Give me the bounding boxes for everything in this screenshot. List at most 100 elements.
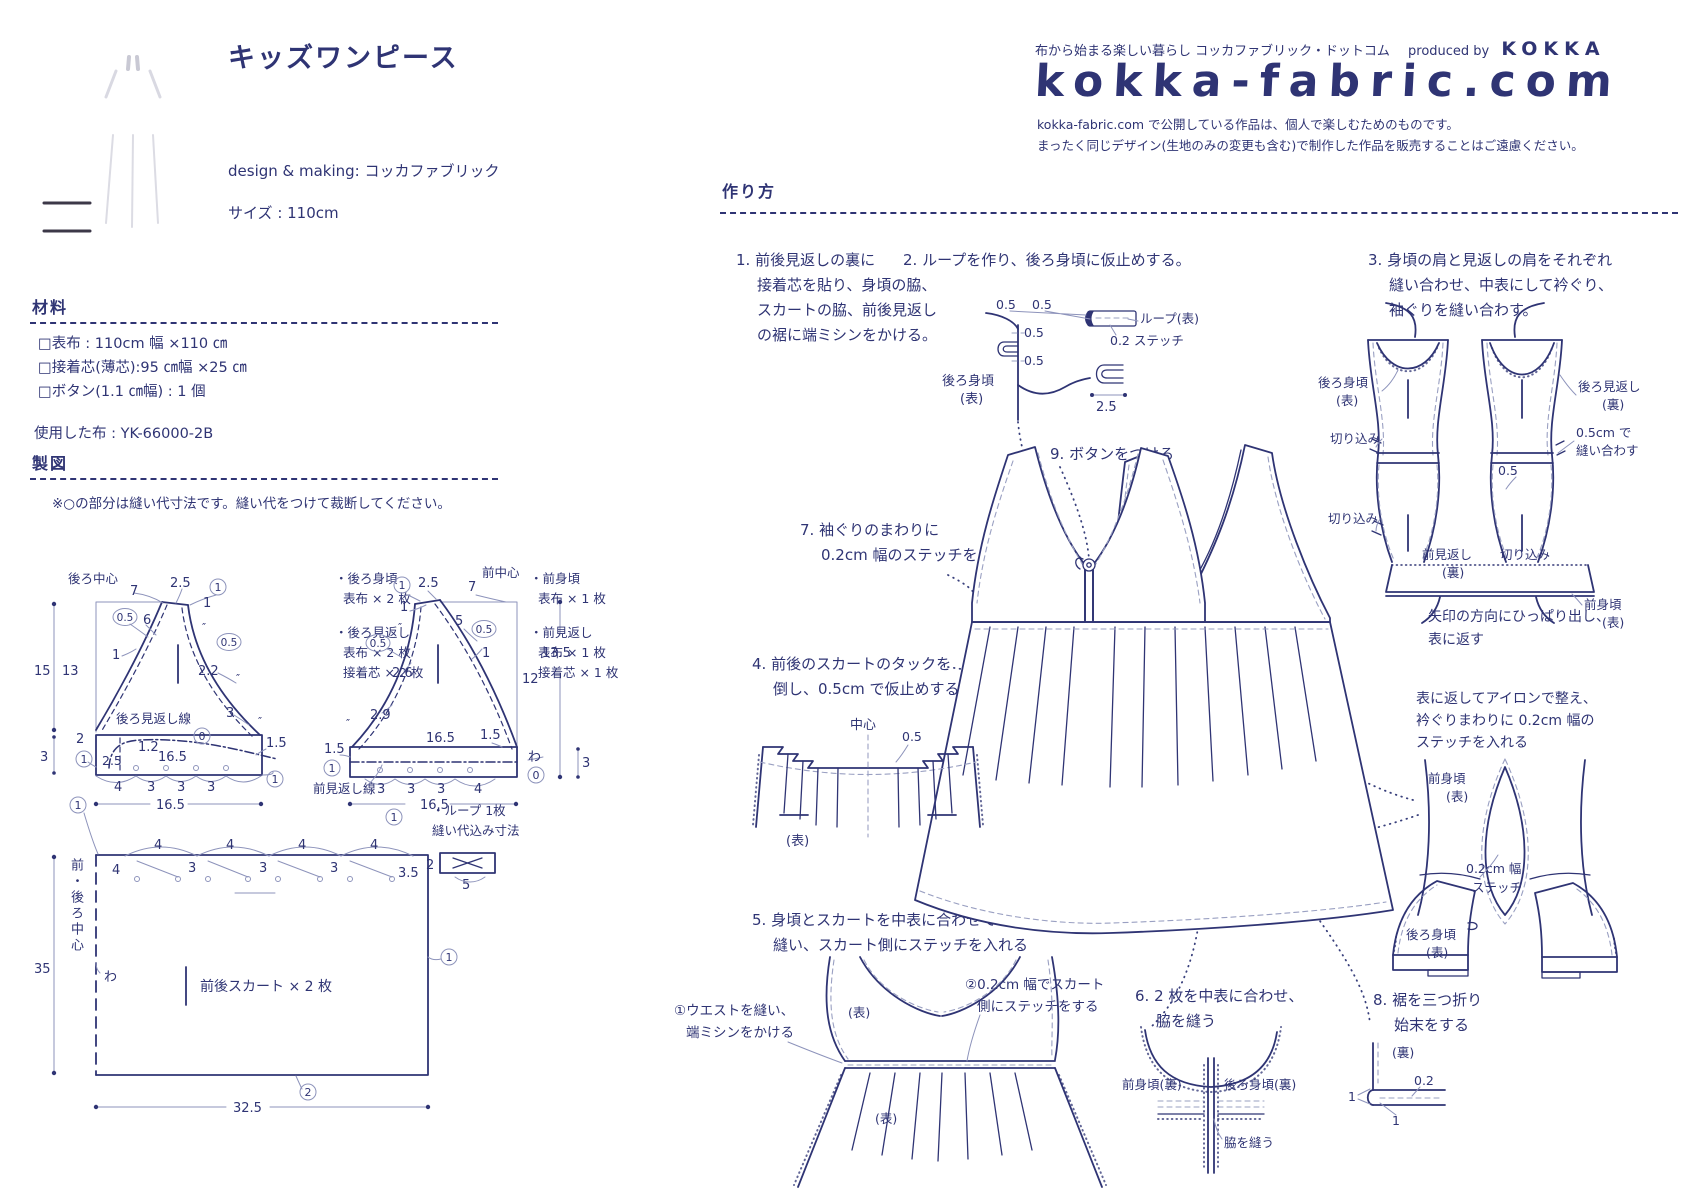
fabric-used: 使用した布 : YK-66000-2B — [34, 426, 214, 442]
label-back-center: 後ろ中心 — [68, 571, 119, 586]
dim: 2.9 — [370, 708, 391, 723]
materials-item-2: □接着芯(薄芯):95 ㎝幅 ×25 ㎝ — [38, 360, 247, 376]
dim: 0.2 — [1414, 1073, 1434, 1088]
label-front-body: 前身頃 — [1584, 597, 1622, 612]
label-front-ura: 前身頃(裏) — [1122, 1077, 1182, 1092]
label-back-body: 後ろ身頃 — [942, 373, 994, 389]
dim: 7 — [130, 584, 138, 599]
svg-text:0.5: 0.5 — [370, 638, 387, 650]
label-notch: 切り込み — [1328, 511, 1378, 526]
dim: 3 — [330, 861, 338, 876]
label-front-facing-fusible: 接着芯 × 1 枚 — [538, 665, 619, 680]
circled-1: 1 — [323, 759, 341, 777]
dim: 4 — [154, 838, 162, 853]
label-omote: (表) — [960, 392, 983, 407]
circled-seam-05: 0.5 — [112, 608, 138, 626]
dim: 3 — [207, 780, 215, 795]
drafting-diagram: 後ろ中心 7 2.5 1 1 0.5 6 1 15 13 ″ 0.5 2.2 ″… — [34, 565, 619, 1116]
dim: 2.5 — [1096, 400, 1117, 415]
dim: 0.5 — [902, 729, 922, 744]
step3-diagram: 後ろ身頃 (表) 後ろ見返し (裏) 切り込み 0.5cm で 縫い合わす 0.… — [1318, 302, 1641, 630]
dim: 6 — [143, 613, 151, 628]
skirt-stitch-note: ②0.2cm 幅でスカート 側にステッチをする — [965, 977, 1105, 1015]
circled-seam-05: 0.5 — [365, 634, 391, 652]
label-omote: (表) — [848, 1005, 870, 1020]
press-note: 表に返してアイロンで整え、 衿ぐりまわりに 0.2cm 幅の ステッチを入れる — [1416, 691, 1597, 751]
dim: 1 — [1348, 1089, 1356, 1104]
dim: 2.6 — [392, 666, 413, 681]
label-loop-omote: ループ(表) — [1140, 311, 1199, 326]
ditto-mark: ″ — [202, 621, 206, 634]
label-omote: (表) — [1426, 945, 1448, 960]
dim: 3 — [177, 780, 185, 795]
neck-stitch-diagram: 前身頃 (表) 0.2cm 幅 ステッチ — [1417, 758, 1593, 925]
label-front-facing-line: 前見返し線 — [313, 781, 376, 796]
label-back-ura: 後ろ身頃(裏) — [1224, 1077, 1296, 1092]
circled-1: 1 — [385, 808, 403, 826]
dim: 3 — [147, 780, 155, 795]
label-back-body-qty: 表布 × 2 枚 — [343, 591, 411, 606]
dim: 16.5 — [156, 798, 185, 813]
howto-divider — [720, 212, 1678, 214]
label-back-facing: 後ろ見返し — [1578, 379, 1641, 394]
loop-spec: ・ループ 1枚 縫い代込み寸法 2 5 — [426, 803, 520, 893]
dim: 0.5 — [996, 297, 1016, 312]
step5-diagram: (表) (表) — [787, 956, 1107, 1188]
label-ura: (裏) — [1392, 1045, 1414, 1060]
howto-heading: 作り方 — [722, 182, 777, 201]
step2-diagram: 0.5 0.5 後ろ身頃 (表) 0.5 0.5 ループ(表) 0.2 ステッチ… — [942, 297, 1199, 421]
dim: 3 — [582, 756, 590, 771]
dim: 2.2 — [198, 664, 219, 679]
label-wa: わ — [104, 970, 117, 985]
ditto-mark: ″ — [236, 672, 240, 685]
label-skirt-piece: 前後スカート × 2 枚 — [200, 978, 332, 995]
design-credit: design & making: コッカファブリック — [228, 162, 500, 180]
svg-text:1: 1 — [399, 579, 406, 592]
main-dress-diagram — [914, 444, 1394, 935]
dim: 3 — [188, 861, 196, 876]
label-ura: (裏) — [1602, 397, 1624, 412]
label-omote: (表) — [1602, 615, 1624, 630]
dim: 4 — [226, 838, 234, 853]
label-omote: (表) — [1336, 393, 1358, 408]
svg-text:1: 1 — [215, 581, 222, 594]
ditto-mark: ″ — [370, 669, 374, 682]
label-ura: (裏) — [1442, 565, 1464, 580]
dim: 1.5 — [480, 728, 501, 743]
dim: 4 — [112, 863, 120, 878]
label-front-body: ・前身頃 — [530, 571, 581, 586]
svg-text:0: 0 — [199, 730, 206, 743]
svg-text:1: 1 — [446, 951, 453, 964]
label-omote: (表) — [786, 834, 809, 849]
label-notch: 切り込み — [1330, 431, 1380, 446]
label-back-body: ・後ろ身頃 — [335, 571, 398, 586]
dim: 2 — [76, 732, 84, 747]
ditto-mark: ″ — [398, 621, 402, 634]
dim: 4 — [370, 838, 378, 853]
materials-item-3: □ボタン(1.1 ㎝幅) : 1 個 — [38, 384, 206, 400]
label-back-body: 後ろ身頃 — [1318, 375, 1369, 390]
dim: 4 — [114, 780, 122, 795]
dim: 2.5 — [102, 753, 122, 768]
step-8: 8. 裾を三つ折り 始末をする — [1373, 991, 1483, 1034]
dim: 16.5 — [420, 798, 449, 813]
svg-text:1: 1 — [391, 811, 398, 824]
front-piece: 1 2.5 7 前中心 1 5 0.5 1 ″ 0.5 ″ 2.6 2.9 ″ … — [313, 565, 619, 826]
label-front-facing-qty: 表布 × 1 枚 — [538, 645, 606, 660]
step6-diagram: 前身頃(裏) 後ろ身頃(裏) 脇を縫う — [1122, 1026, 1296, 1174]
circled-1: 1 — [69, 796, 87, 814]
dim: 0.5 — [1032, 297, 1052, 312]
dim: 3 — [40, 750, 48, 765]
materials-item-1: □表布 : 110cm 幅 ×110 ㎝ — [38, 336, 228, 352]
svg-text:2: 2 — [305, 1086, 312, 1099]
circled-seam-05: 0.5 — [216, 633, 242, 651]
produced-by: produced by — [1408, 44, 1490, 59]
brand-note-1: kokka-fabric.com で公開している作品は、個人で楽しむためのもので… — [1037, 117, 1459, 132]
step-4: 4. 前後のスカートのタックを 倒し、0.5cm で仮止めする — [752, 655, 960, 698]
dim: 3 — [437, 782, 445, 797]
label-loop: ・ループ 1枚 — [432, 803, 506, 818]
label-sew05-b: 縫い合わす — [1576, 443, 1639, 458]
dim: 32.5 — [233, 1101, 262, 1116]
label-wa: わ — [528, 750, 541, 765]
